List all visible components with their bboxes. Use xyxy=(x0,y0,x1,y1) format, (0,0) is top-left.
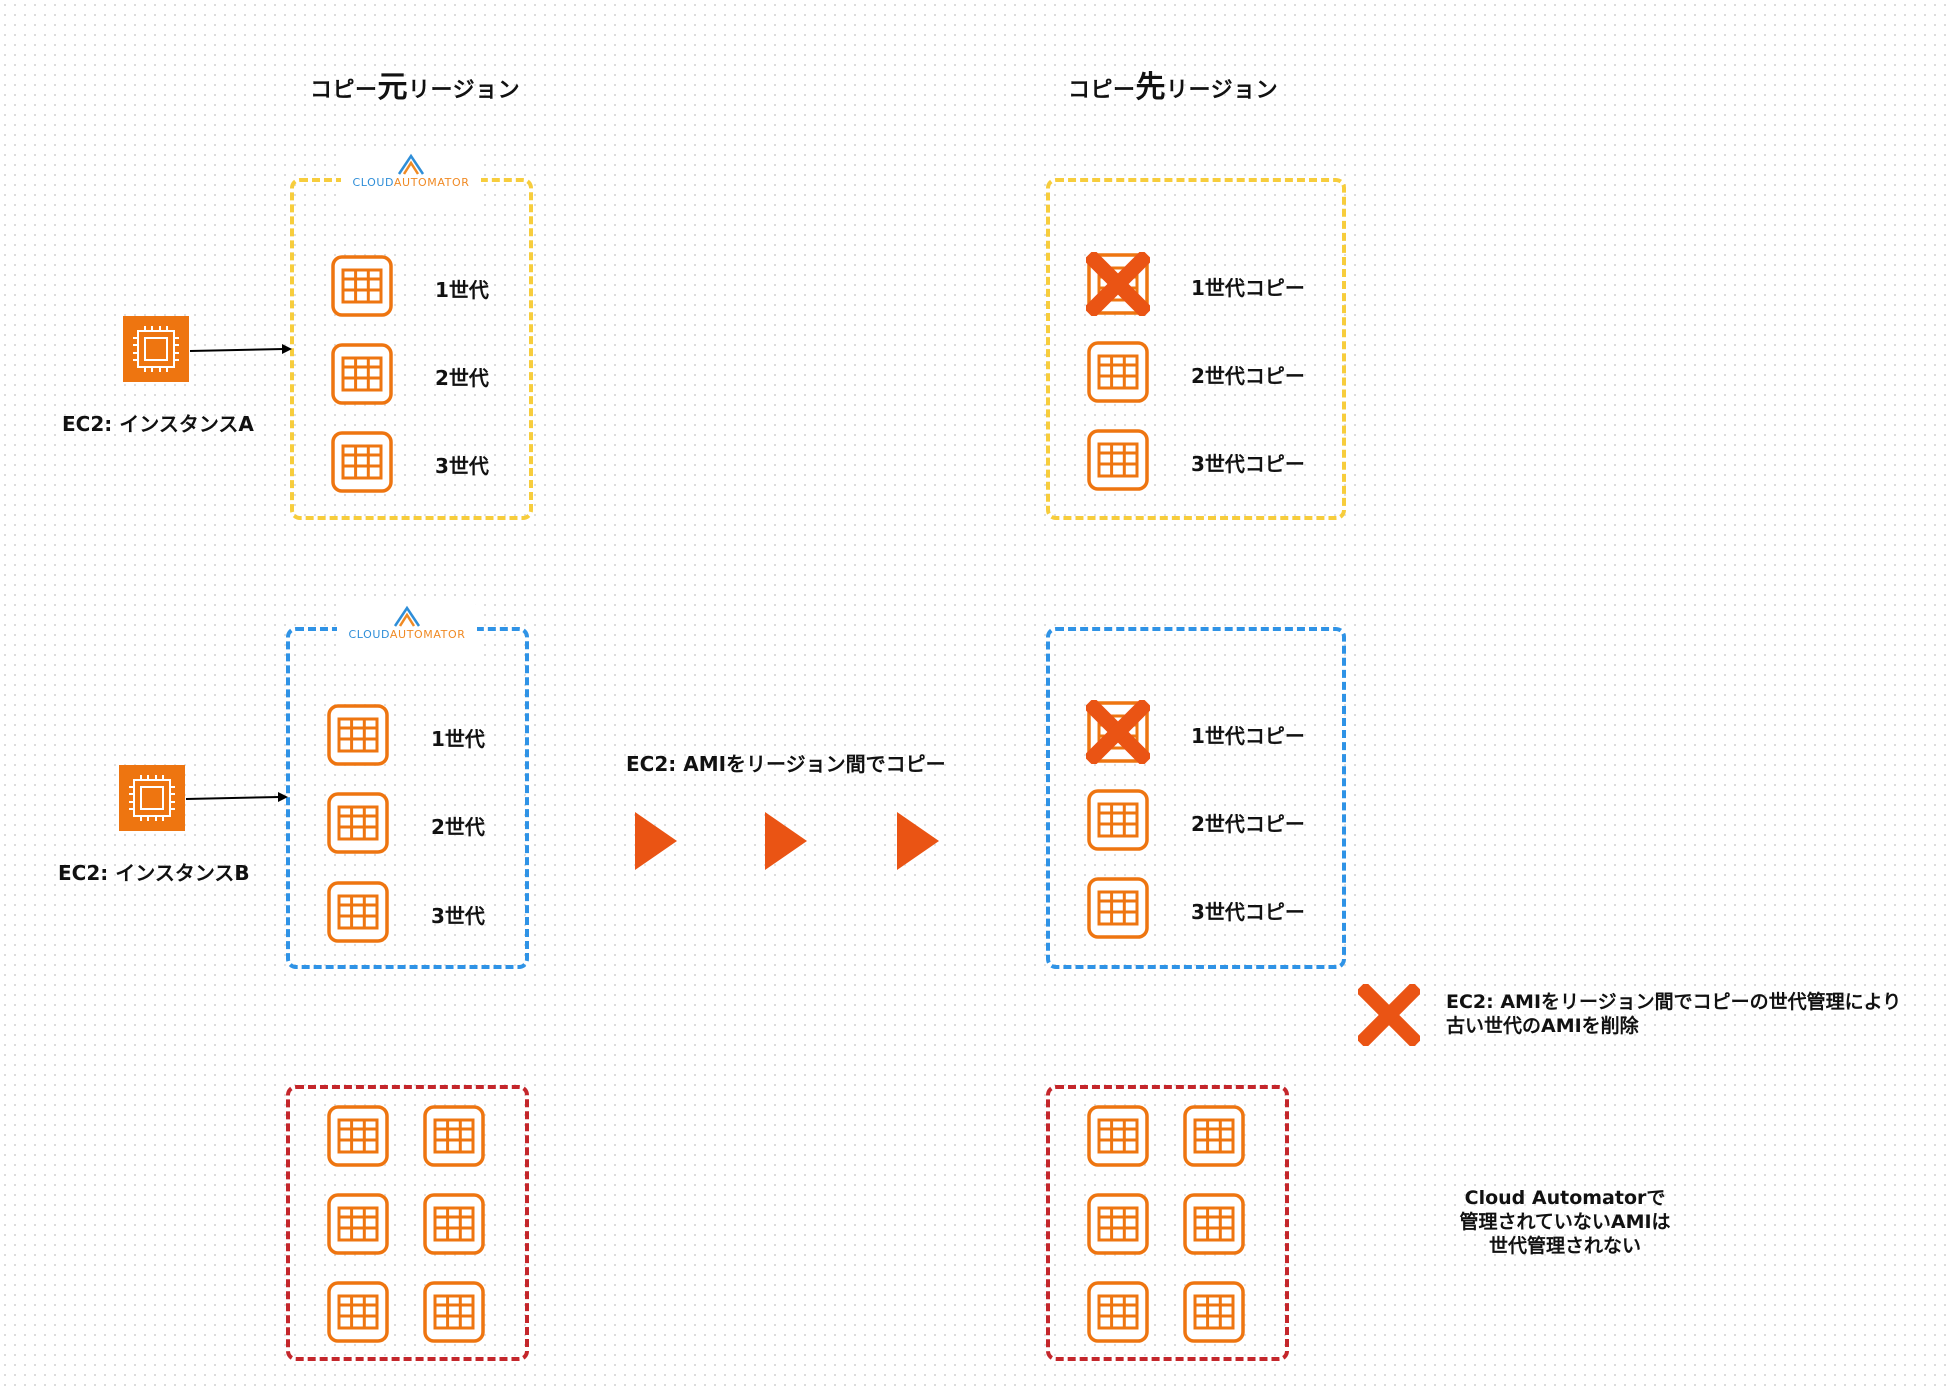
source-group-b xyxy=(286,627,529,969)
unmanaged-note-line-3: 世代管理されない xyxy=(1488,1235,1641,1257)
ami-icon[interactable] xyxy=(330,254,394,318)
ami-icon[interactable] xyxy=(1182,1104,1246,1168)
ami-icon[interactable] xyxy=(326,1192,390,1256)
ami-icon[interactable] xyxy=(326,1280,390,1344)
cloud-automator-logo-icon xyxy=(396,152,426,176)
cloud-automator-logo-a: CLOUDAUTOMATOR xyxy=(341,150,481,208)
delete-legend-text: EC2: AMIをリージョン間でコピーの世代管理により 古い世代のAMIを削除 xyxy=(1446,990,1901,1038)
logo-text-cloud: CLOUD xyxy=(352,176,394,189)
unmanaged-dest-group xyxy=(1046,1085,1289,1361)
ami-icon[interactable] xyxy=(326,1104,390,1168)
connector-arrow-a xyxy=(189,344,292,354)
copy-generation-label: 2世代コピー xyxy=(1191,812,1305,836)
dest-heading-suffix: リージョン xyxy=(1166,78,1279,103)
unmanaged-source-group xyxy=(286,1085,529,1361)
play-arrow-icon xyxy=(897,812,939,870)
ami-icon[interactable] xyxy=(1182,1192,1246,1256)
source-region-heading: コピー元リージョン xyxy=(310,62,520,106)
logo-text-automator: AUTOMATOR xyxy=(389,628,466,641)
ami-icon[interactable] xyxy=(1086,876,1150,940)
delete-x-icon xyxy=(1086,700,1150,764)
source-group-a xyxy=(290,178,533,520)
ec2-instance-b-icon[interactable] xyxy=(119,765,185,831)
ami-icon[interactable] xyxy=(1086,428,1150,492)
generation-label: 1世代 xyxy=(435,278,489,302)
generation-label: 2世代 xyxy=(431,815,485,839)
legend-line-1: EC2: AMIをリージョン間でコピーの世代管理により xyxy=(1446,991,1902,1013)
dest-heading-big: 先 xyxy=(1135,70,1167,105)
ami-icon[interactable] xyxy=(422,1280,486,1344)
generation-label: 1世代 xyxy=(431,727,485,751)
cloud-automator-logo-b: CLOUDAUTOMATOR xyxy=(337,602,477,660)
dest-region-heading: コピー先リージョン xyxy=(1068,62,1278,106)
copy-generation-label: 3世代コピー xyxy=(1191,900,1305,924)
ami-icon[interactable] xyxy=(422,1192,486,1256)
ami-icon[interactable] xyxy=(330,430,394,494)
copy-generation-label: 2世代コピー xyxy=(1191,364,1305,388)
logo-text-cloud: CLOUD xyxy=(348,628,390,641)
ami-icon[interactable] xyxy=(326,880,390,944)
generation-label: 2世代 xyxy=(435,366,489,390)
instance-b-label: EC2: インスタンスB xyxy=(58,861,250,885)
copy-action-label: EC2: AMIをリージョン間でコピー xyxy=(626,752,946,776)
copy-generation-label: 1世代コピー xyxy=(1191,724,1305,748)
ami-icon[interactable] xyxy=(326,703,390,767)
dest-group-a xyxy=(1046,178,1346,520)
legend-line-2: 古い世代のAMIを削除 xyxy=(1446,1015,1639,1037)
dest-group-b xyxy=(1046,627,1346,969)
play-arrow-icon xyxy=(765,812,807,870)
ami-icon[interactable] xyxy=(1086,1192,1150,1256)
dest-heading-prefix: コピー xyxy=(1068,78,1136,103)
ami-icon[interactable] xyxy=(1086,1280,1150,1344)
ami-icon[interactable] xyxy=(422,1104,486,1168)
play-arrow-icon xyxy=(635,812,677,870)
logo-text-automator: AUTOMATOR xyxy=(393,176,470,189)
ami-icon[interactable] xyxy=(1086,788,1150,852)
delete-x-icon xyxy=(1358,984,1420,1046)
ami-icon[interactable] xyxy=(326,791,390,855)
copy-generation-label: 1世代コピー xyxy=(1191,276,1305,300)
ami-icon[interactable] xyxy=(1086,1104,1150,1168)
ami-icon[interactable] xyxy=(1086,340,1150,404)
generation-label: 3世代 xyxy=(431,904,485,928)
source-heading-big: 元 xyxy=(377,70,409,105)
source-heading-prefix: コピー xyxy=(310,78,378,103)
instance-a-label: EC2: インスタンスA xyxy=(62,412,254,436)
delete-x-icon xyxy=(1086,252,1150,316)
source-heading-suffix: リージョン xyxy=(408,78,521,103)
connector-arrow-b xyxy=(185,792,288,802)
ami-icon[interactable] xyxy=(1182,1280,1246,1344)
unmanaged-note: Cloud Automatorで 管理されていないAMIは 世代管理されない xyxy=(1420,1186,1710,1258)
cloud-automator-logo-icon xyxy=(392,604,422,628)
unmanaged-note-line-1: Cloud Automatorで xyxy=(1464,1187,1666,1209)
ami-icon[interactable] xyxy=(330,342,394,406)
generation-label: 3世代 xyxy=(435,454,489,478)
unmanaged-note-line-2: 管理されていないAMIは xyxy=(1459,1211,1671,1233)
copy-generation-label: 3世代コピー xyxy=(1191,452,1305,476)
ec2-instance-a-icon[interactable] xyxy=(123,316,189,382)
